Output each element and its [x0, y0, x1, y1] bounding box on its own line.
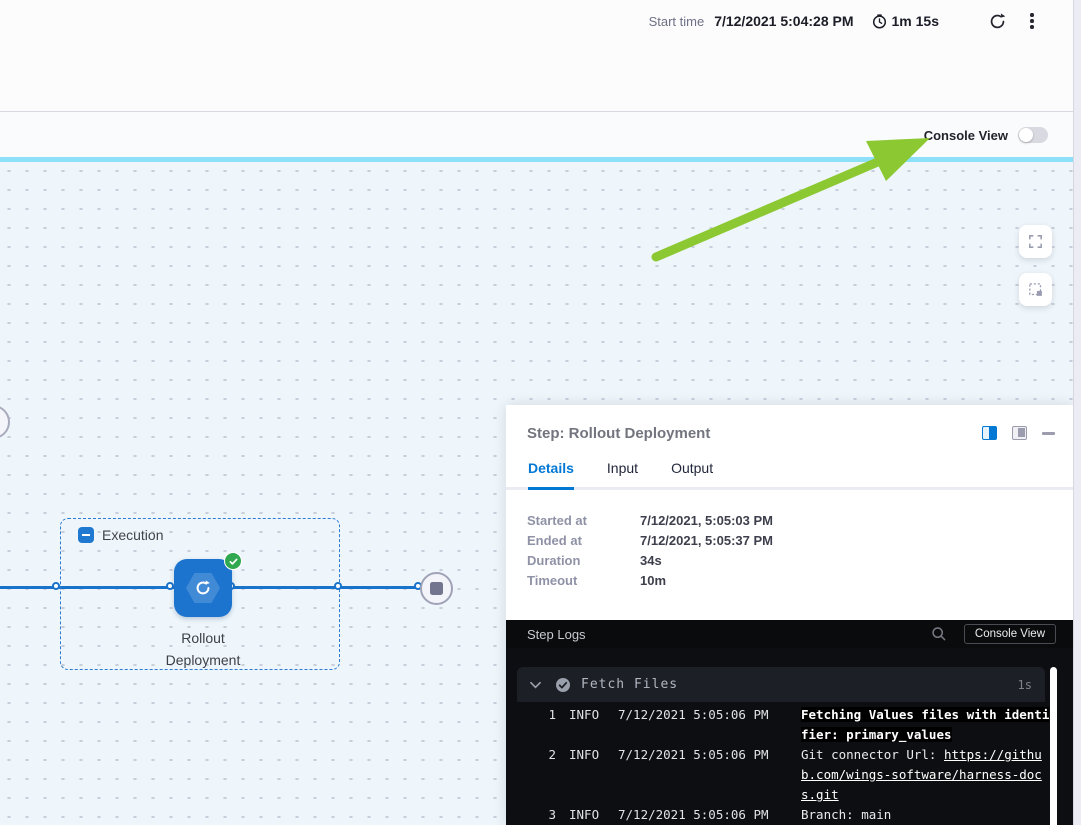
log-num: 3 — [548, 807, 556, 822]
fit-selection-icon — [1029, 283, 1042, 296]
page-scrollbar-track[interactable] — [1073, 0, 1081, 825]
step-details-panel: Step: Rollout Deployment Details Input Out… — [506, 405, 1073, 825]
stop-node — [420, 572, 453, 605]
detail-value: 7/12/2021, 5:05:03 PM — [640, 513, 773, 528]
execution-group-box: Execution — [60, 518, 340, 670]
step-logs-bar: Step Logs Console View — [506, 620, 1073, 648]
minimize-panel-button[interactable] — [1042, 431, 1055, 435]
chevron-down-icon[interactable] — [530, 681, 541, 689]
canvas-top-divider — [0, 157, 1073, 162]
panel-title: Step: Rollout Deployment — [527, 424, 711, 442]
log-message: Branch: main — [801, 807, 892, 822]
tab-output[interactable]: Output — [671, 460, 714, 476]
toggle-knob — [1019, 128, 1033, 142]
details-rows: Started at 7/12/2021, 5:05:03 PM Ended at 7… — [506, 490, 1073, 591]
refresh-icon — [990, 12, 1005, 28]
log-section-title: Fetch Files — [581, 677, 679, 692]
refresh-button[interactable] — [985, 9, 1009, 33]
success-check-icon — [224, 552, 242, 570]
step-label-line2: Deployment — [165, 652, 241, 668]
log-num: 2 — [548, 747, 556, 762]
execution-group-label: Execution — [102, 527, 164, 543]
rollout-refresh-icon — [186, 573, 220, 603]
console-view-toggle[interactable] — [1018, 127, 1048, 143]
link-node — [51, 581, 60, 590]
log-num: 1 — [548, 707, 556, 722]
detail-row: Ended at 7/12/2021, 5:05:37 PM — [527, 531, 1073, 551]
start-time-value: 7/12/2021 5:04:28 PM — [714, 13, 854, 29]
log-link[interactable]: https://github.com/wings-software/harnes… — [801, 747, 1042, 802]
detail-label: Timeout — [527, 573, 578, 588]
start-time-label: Start time — [648, 13, 705, 29]
log-line: 1 INFO 7/12/2021 5:05:06 PM Fetching Values… — [506, 705, 1073, 745]
rollout-deployment-step[interactable] — [174, 559, 232, 617]
search-icon[interactable] — [930, 625, 948, 643]
section-check-icon — [556, 677, 570, 692]
stop-icon — [430, 582, 443, 595]
fullscreen-button[interactable] — [1019, 225, 1052, 258]
log-line: 2 INFO 7/12/2021 5:05:06 PM Git connector U… — [506, 745, 1073, 805]
log-section-header[interactable]: Fetch Files 1s — [517, 667, 1045, 702]
step-label: Rollout Deployment — [133, 627, 273, 671]
console-view-button[interactable]: Console View — [963, 624, 1056, 644]
offscreen-node — [0, 405, 10, 439]
fit-selection-button[interactable] — [1019, 273, 1052, 306]
log-level: INFO — [569, 747, 600, 762]
tab-input[interactable]: Input — [606, 460, 639, 476]
detail-label: Duration — [527, 553, 581, 568]
link-node — [333, 581, 342, 590]
log-level: INFO — [569, 707, 600, 722]
fullscreen-icon — [1029, 235, 1042, 248]
log-line: 3 INFO 7/12/2021 5:05:06 PM Branch: main — [506, 805, 1073, 825]
log-time: 7/12/2021 5:05:06 PM — [618, 807, 769, 822]
split-view-gray-icon[interactable] — [1012, 426, 1027, 440]
detail-row: Timeout 10m — [527, 571, 1073, 591]
detail-row: Duration 34s — [527, 551, 1073, 571]
log-section-duration: 1s — [1017, 677, 1032, 692]
detail-value: 10m — [640, 573, 667, 588]
detail-value: 34s — [640, 553, 662, 568]
panel-tabs: Details Input Output — [506, 451, 1073, 490]
detail-label: Started at — [527, 513, 587, 528]
detail-label: Ended at — [527, 533, 582, 548]
console-view-label: Console View — [923, 127, 1008, 143]
detail-value: 7/12/2021, 5:05:37 PM — [640, 533, 773, 548]
log-time: 7/12/2021 5:05:06 PM — [618, 707, 769, 722]
detail-row: Started at 7/12/2021, 5:05:03 PM — [527, 511, 1073, 531]
step-label-line1: Rollout — [181, 630, 225, 646]
more-options-button[interactable] — [1023, 10, 1041, 32]
tab-details[interactable]: Details — [528, 451, 574, 490]
log-time: 7/12/2021 5:05:06 PM — [618, 747, 769, 762]
log-level: INFO — [569, 807, 600, 822]
execution-topbar: Start time 7/12/2021 5:04:28 PM 1m 15s — [0, 0, 1073, 112]
step-logs-title: Step Logs — [527, 626, 586, 642]
graph-toolbar: Console View — [0, 113, 1073, 157]
clock-icon — [872, 13, 886, 29]
elapsed-time: 1m 15s — [891, 13, 939, 29]
collapse-minus-icon[interactable] — [78, 527, 94, 543]
log-scrollbar[interactable] — [1050, 667, 1057, 825]
execution-group-header[interactable]: Execution — [78, 527, 163, 543]
log-message: Fetching Values files with identifier: p… — [801, 707, 1050, 742]
log-message: Git connector Url: https://github.com/wi… — [801, 747, 1042, 802]
split-view-blue-icon[interactable] — [982, 426, 997, 440]
link-node — [165, 581, 174, 590]
